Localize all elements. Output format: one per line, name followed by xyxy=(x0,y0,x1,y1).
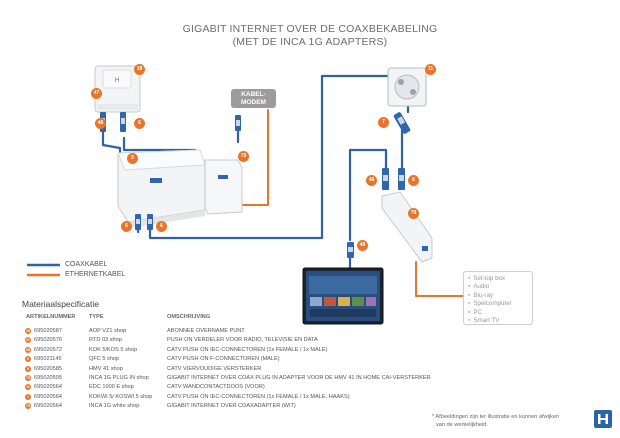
spec-row-type: HMV 41 shop xyxy=(89,365,123,372)
spec-row-article: 695020564 xyxy=(34,403,62,410)
adapter-input-connectors xyxy=(382,168,405,190)
coax-cable-wall-to-amp xyxy=(101,130,122,160)
legend-coax-label: COAXKABEL xyxy=(65,261,108,268)
coax-cable-main xyxy=(148,74,390,240)
cable-modem-label: KABEL- MODEM xyxy=(231,91,276,106)
diagram-title: GIGABIT INTERNET OVER DE COAXBEKABELING … xyxy=(0,23,620,49)
col-description: OMSCHRIJVING xyxy=(167,314,211,320)
plug-in-adapter xyxy=(204,159,243,215)
spec-row-article: 695020564 xyxy=(34,393,62,400)
logo-mark xyxy=(598,414,608,424)
spec-row-badge: 79 xyxy=(25,375,31,381)
col-type: TYPE xyxy=(89,314,104,320)
spec-row-type: KOKWI 5/ KOSWI 5 shop xyxy=(89,393,153,400)
spec-row-description: CATV PUSH ON IEC-CONNECTOREN (1x FEMALE … xyxy=(167,346,328,353)
spec-row-description: CATV VIERVOUDIGE VERSTERKER xyxy=(167,365,262,372)
badge-wall-socket: 11 xyxy=(425,64,436,75)
badge-wall-outlet-top: 18 xyxy=(134,64,145,75)
device-item: Smart TV xyxy=(468,316,532,324)
spec-row-article: 695020505 xyxy=(34,375,62,381)
spec-row-article: 695020572 xyxy=(34,346,62,353)
badge-wall-out-r: 6 xyxy=(134,118,145,129)
spec-row-description: GIGABIT INTERNET OVER COAXADAPTER (WIT) xyxy=(167,403,296,410)
spec-row-article: 695020564 xyxy=(34,384,62,391)
badge-amp-out-l: 6 xyxy=(121,221,132,232)
hirschmann-logo-icon xyxy=(594,410,612,428)
modem-label-line-1: KABEL- xyxy=(241,91,266,98)
spec-row-article: 695021145 xyxy=(34,356,62,363)
cable-modem xyxy=(231,89,276,108)
smart-tv xyxy=(302,267,384,325)
device-item: Set-top box xyxy=(468,274,532,282)
spec-row-description: PUSH ON VERDELER VOOR RADIO, TELEVISIE E… xyxy=(167,337,318,344)
spec-row-badge: 79 xyxy=(25,403,31,410)
spec-row-badge: 18 xyxy=(25,328,31,334)
abonnee-overname-punt: H xyxy=(94,65,141,113)
note-line-2: van de werkelijkheid. xyxy=(436,422,488,428)
badge-adapter: 79 xyxy=(408,208,419,219)
spec-heading: Materiaalspecificatie xyxy=(22,299,100,309)
device-item: Audio xyxy=(468,282,532,290)
spec-row-type: INCA 1G PLUG IN shop xyxy=(89,375,149,381)
device-item: PC xyxy=(468,308,532,316)
title-line-1: GIGABIT INTERNET OVER DE COAXBEKABELING xyxy=(182,23,438,35)
badge-adapter-in-l: 48 xyxy=(366,175,377,186)
wall-socket xyxy=(387,67,427,107)
spec-row-type: AOP VZ1 shop xyxy=(89,328,127,334)
spec-row-description: CATV PUSH ON IEC-CONNECTOREN (1x FEMALE … xyxy=(167,393,350,400)
spec-row-article: 695020587 xyxy=(34,328,62,334)
inca-adapter xyxy=(381,191,433,263)
tv-plug xyxy=(347,242,354,258)
ethernet-cable-device xyxy=(415,261,464,297)
spec-row-description: GIGABIT INTERNET OVER COAX PLUG IN ADAPT… xyxy=(167,375,431,381)
spec-row-type: RTD 03 shop xyxy=(89,337,122,344)
spec-row-description: ABONNEE OVERNAME PUNT xyxy=(167,328,245,334)
coax-cable-split-right xyxy=(400,126,406,172)
spec-row-description: CATV WANDCONTACTDOOS (VOOR) xyxy=(167,384,265,391)
angled-plug xyxy=(393,112,411,134)
spec-row-badge: 9 xyxy=(25,365,31,372)
spec-row-type: EDC 1000 E shop xyxy=(89,384,134,391)
spec-row-badge: 48 xyxy=(25,346,31,353)
spec-row-article: 695020576 xyxy=(34,337,62,344)
coax-cable-split-left xyxy=(348,148,388,242)
spec-row-article: 695020585 xyxy=(34,365,62,372)
modem-connector xyxy=(235,115,241,131)
badge-tv-plug: 48 xyxy=(357,240,368,251)
badge-wall-out-l: 48 xyxy=(95,118,106,129)
badge-plug: 7 xyxy=(378,117,389,128)
spec-row-badge: 6 xyxy=(25,356,31,363)
disclaimer-note: * Afbeeldingen zijn ter illustratie en k… xyxy=(432,413,582,429)
badge-amp-out-r: 6 xyxy=(156,221,167,232)
spec-row-badge: 47 xyxy=(25,337,31,344)
note-line-1: * Afbeeldingen zijn ter illustratie en k… xyxy=(432,414,560,420)
legend-ethernet-label: ETHERNETKABEL xyxy=(65,271,126,278)
spec-row-description: CATV PUSH ON F-CONNECTOREN (MALE) xyxy=(167,356,280,363)
spec-row-badge: 11 xyxy=(25,384,31,391)
badge-adapter-in-r: 6 xyxy=(408,175,419,186)
spec-row-type: QFC 5 shop xyxy=(89,356,120,363)
device-item: Blu-ray xyxy=(468,291,532,299)
amplifier-output-connectors xyxy=(135,214,153,230)
col-article: ARTIKELNUMMER xyxy=(26,314,76,320)
spec-row-badge: 7 xyxy=(25,393,31,400)
spec-row-type: KOK 5/KOS 5 shop xyxy=(89,346,138,353)
svg-text:H: H xyxy=(114,77,119,84)
title-line-2: (MET DE INCA 1G ADAPTERS) xyxy=(232,36,388,48)
badge-amplifier: 9 xyxy=(127,153,138,164)
device-list: Set-top box Audio Blu-ray Spelcomputer P… xyxy=(463,271,533,325)
spec-row-type: INCA 1G white shop xyxy=(89,403,140,410)
modem-label-line-2: MODEM xyxy=(241,98,266,106)
badge-wall-outlet-left: 47 xyxy=(91,88,102,99)
device-item: Spelcomputer xyxy=(468,299,532,307)
badge-small-box: 79 xyxy=(238,151,249,162)
